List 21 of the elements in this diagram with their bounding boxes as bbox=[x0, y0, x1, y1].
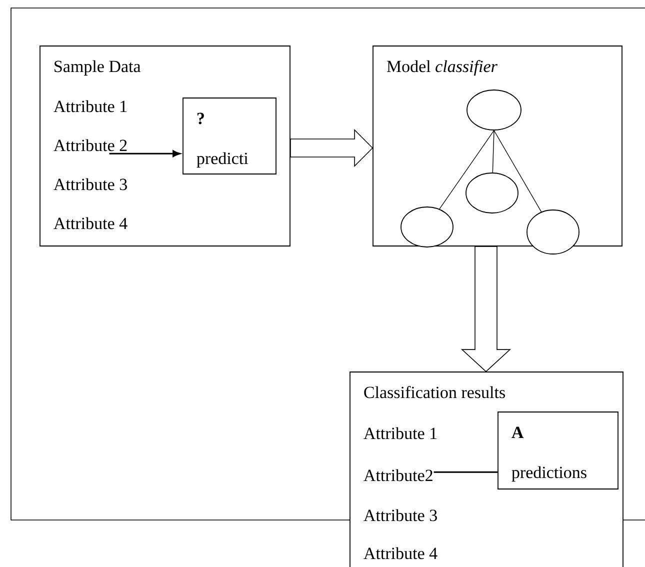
attribute-label: Attribute 1 bbox=[364, 427, 437, 440]
box: A predictions bbox=[498, 412, 618, 490]
connector-line bbox=[434, 471, 498, 473]
attribute-label: Attribute 4 bbox=[54, 217, 128, 230]
block-arrow bbox=[460, 246, 512, 372]
box: ? predicti bbox=[182, 98, 276, 174]
attribute-label: Attribute 3 bbox=[364, 509, 437, 522]
tree-node-ellipse bbox=[466, 90, 522, 130]
tree-branch-line bbox=[439, 130, 494, 210]
attribute-label: Attribute 2 bbox=[54, 139, 127, 152]
tree-branch-line bbox=[494, 130, 542, 212]
tree-node-ellipse bbox=[466, 172, 518, 214]
attribute-label: Attribute 3 bbox=[54, 178, 127, 190]
attribute-label: Attribute 4 bbox=[364, 547, 438, 560]
tree-node-ellipse bbox=[400, 206, 454, 248]
attribute-label: Attribute2 bbox=[364, 469, 432, 482]
block-arrow bbox=[290, 129, 374, 167]
arrow bbox=[109, 150, 180, 158]
tree-node-ellipse bbox=[526, 210, 580, 254]
attribute-label: Attribute 1 bbox=[54, 100, 127, 112]
tree-branch-line bbox=[492, 130, 494, 173]
